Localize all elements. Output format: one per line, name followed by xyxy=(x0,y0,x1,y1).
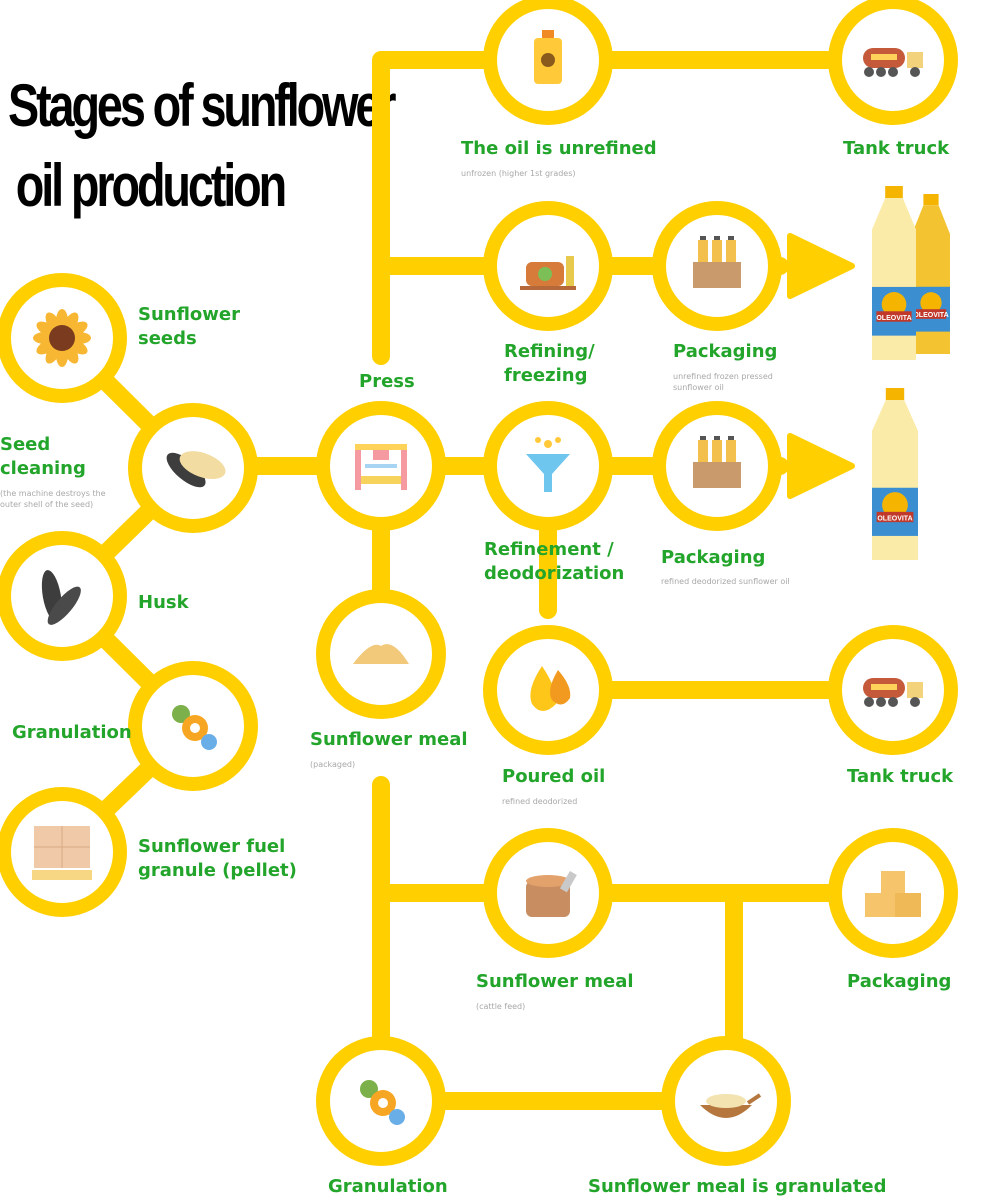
sublabel-line: sunflower oil xyxy=(673,383,724,392)
page-title: Stages of sunflower oil production xyxy=(8,66,397,226)
sublabel-line: outer shell of the seed) xyxy=(0,500,94,509)
label-line: Granulation xyxy=(328,1176,448,1197)
gears-icon xyxy=(172,705,217,750)
label-line: Tank truck xyxy=(847,766,954,787)
node-husk xyxy=(0,531,127,661)
funnel-icon xyxy=(526,437,570,492)
label-line: deodorization xyxy=(484,563,625,584)
sublabel-line: unrefined frozen pressed xyxy=(673,372,773,381)
label-tank-truck-bottom: Tank truck xyxy=(847,765,953,789)
label-meal-granulated: Sunflower meal is granulated xyxy=(588,1175,887,1199)
gears-icon xyxy=(360,1080,405,1125)
label-line: Sunflower meal is granulated xyxy=(588,1176,887,1197)
sublabel-line: unfrozen (higher 1st grades) xyxy=(461,169,576,178)
label-line: Poured oil xyxy=(502,766,606,787)
label-line: Sunflower meal xyxy=(476,971,634,992)
pallet-boxes-icon xyxy=(32,826,92,880)
label-oil-unrefined: The oil is unrefined xyxy=(461,137,657,161)
label-granulation-left: Granulation xyxy=(12,721,132,745)
label-line: Sunflower xyxy=(138,304,241,325)
label-line: Husk xyxy=(138,592,189,613)
label-line: The oil is unrefined xyxy=(461,138,657,159)
oil-drops-icon xyxy=(530,666,571,711)
label-sunflower-meal-packaged: Sunflower meal xyxy=(310,728,468,752)
seeds-icon xyxy=(166,451,226,488)
label-refinement: Refinement / deodorization xyxy=(484,538,624,586)
sublabel-line: refined deodorized xyxy=(502,797,578,806)
label-press: Press xyxy=(359,370,415,394)
husk-icon xyxy=(41,570,81,625)
label-line: freezing xyxy=(504,365,588,386)
sublabel-seed-cleaning: (the machine destroys the outer shell of … xyxy=(0,488,106,510)
arrow-to-bottles-unrefined xyxy=(787,233,855,299)
label-line: Tank truck xyxy=(843,138,950,159)
label-line: Refinement / xyxy=(484,539,614,560)
tank-truck-icon xyxy=(863,48,923,77)
label-line: Sunflower fuel xyxy=(138,836,286,857)
connector-press-unrefined-truck xyxy=(372,51,902,365)
sublabel-packaging-unrefined: unrefined frozen pressed sunflower oil xyxy=(673,371,773,393)
bottle-crate-icon xyxy=(693,436,741,488)
arrow-to-bottle-refined xyxy=(787,433,855,499)
label-granulation-bottom: Granulation xyxy=(328,1175,448,1199)
title-line-1: Stages of sunflower xyxy=(8,72,397,139)
refinery-icon xyxy=(520,256,576,290)
sublabel-line: (cattle feed) xyxy=(476,1002,526,1011)
label-seed-cleaning: Seed cleaning xyxy=(0,433,86,481)
label-line: Packaging xyxy=(673,341,778,362)
sublabel-sunflower-meal-packaged: (packaged) xyxy=(310,759,355,770)
oil-bottle-refined: OLEOVITA xyxy=(872,388,918,560)
oil-bottle-back: OLEOVITA xyxy=(912,194,950,354)
tank-truck-icon xyxy=(863,678,923,707)
label-line: Press xyxy=(359,371,415,392)
brand-label: OLEOVITA xyxy=(913,312,948,319)
sublabel-line: (the machine destroys the xyxy=(0,489,106,498)
label-sunflower-seeds: Sunflower seeds xyxy=(138,303,240,351)
label-poured-oil: Poured oil xyxy=(502,765,605,789)
title-line-2: oil production xyxy=(15,152,287,219)
bowl-spoon-icon xyxy=(700,1093,762,1118)
sunflower-icon xyxy=(33,309,91,367)
label-line: granule (pellet) xyxy=(138,860,297,881)
label-line: seeds xyxy=(138,328,197,349)
label-line: Granulation xyxy=(12,722,132,743)
meal-pile-icon xyxy=(353,644,409,664)
label-line: Refining/ xyxy=(504,341,595,362)
press-machine-icon xyxy=(355,444,407,490)
label-packaging-meal: Packaging xyxy=(847,970,951,994)
oil-bottle-front: OLEOVITA xyxy=(872,186,916,360)
feed-sack-icon xyxy=(526,871,577,917)
bottle-crate-icon xyxy=(693,236,741,288)
label-packaging-refined: Packaging xyxy=(661,546,765,570)
oil-canister-icon xyxy=(534,30,562,84)
label-sunflower-meal-feed: Sunflower meal xyxy=(476,970,634,994)
sublabel-line: refined deodorized sunflower oil xyxy=(661,577,790,586)
brand-label: OLEOVITA xyxy=(877,515,912,522)
label-refining-freezing: Refining/freezing xyxy=(504,340,595,388)
label-line: cleaning xyxy=(0,458,86,479)
sublabel-poured-oil: refined deodorized xyxy=(502,796,577,807)
label-husk: Husk xyxy=(138,591,189,615)
label-line: Seed xyxy=(0,434,51,455)
brand-label: OLEOVITA xyxy=(876,315,911,322)
label-fuel-granule: Sunflower fuel granule (pellet) xyxy=(138,835,297,883)
label-line: Packaging xyxy=(661,547,766,568)
sublabel-packaging-refined: refined deodorized sunflower oil xyxy=(661,576,790,587)
sublabel-line: (packaged) xyxy=(310,760,356,769)
label-line: Sunflower meal xyxy=(310,729,468,750)
sublabel-sunflower-meal-feed: (cattle feed) xyxy=(476,1001,525,1012)
label-line: Packaging xyxy=(847,971,952,992)
label-packaging-unrefined: Packaging xyxy=(673,340,777,364)
sublabel-oil-unrefined: unfrozen (higher 1st grades) xyxy=(461,168,576,179)
label-tank-truck-top: Tank truck xyxy=(843,137,949,161)
boxes-stack-icon xyxy=(865,871,921,917)
